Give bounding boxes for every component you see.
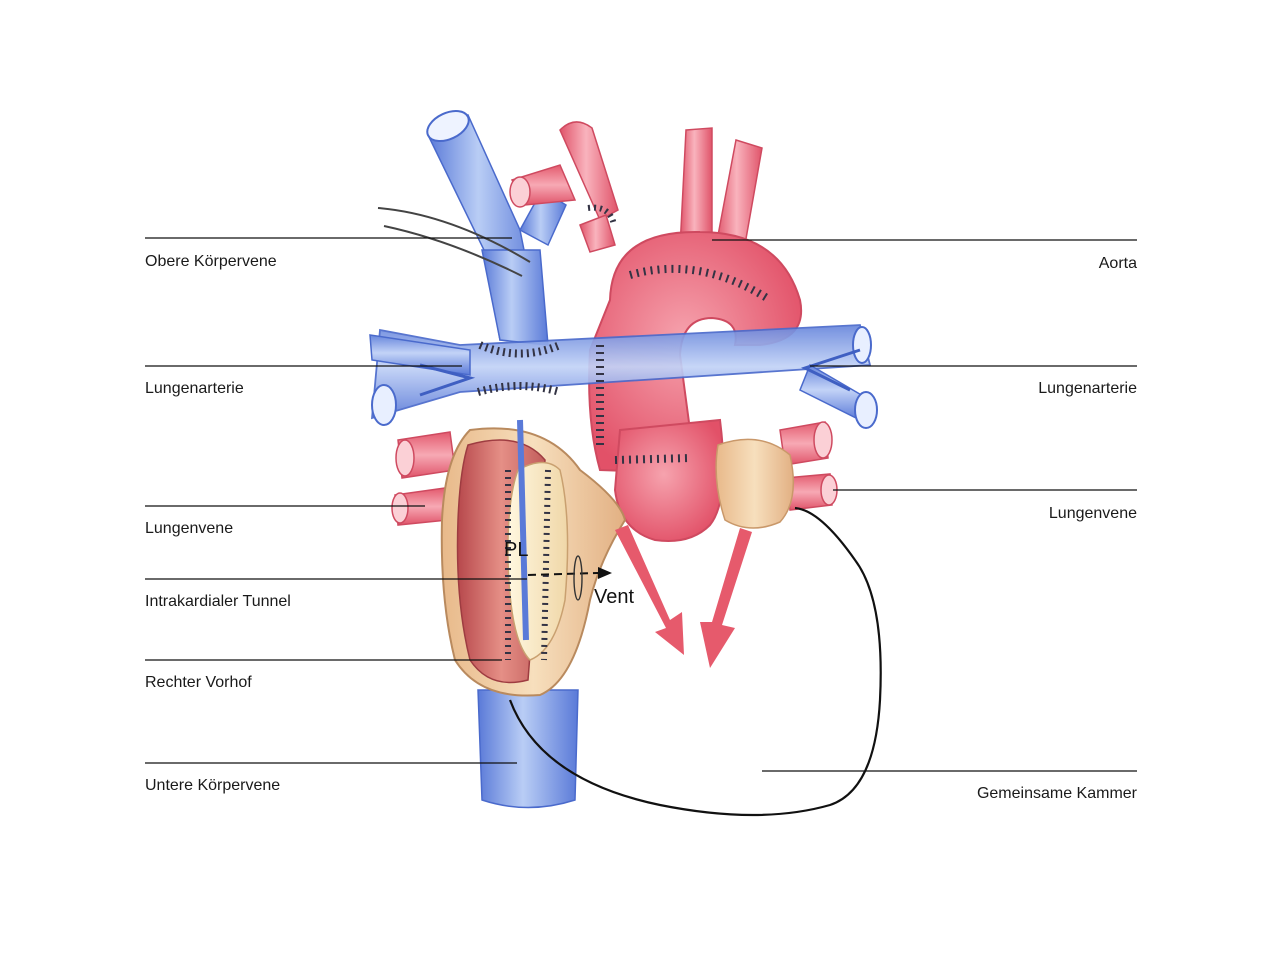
inferior-vena-cava (477, 689, 579, 809)
label-lungenarterie-left: Lungenarterie (145, 380, 244, 397)
pulmonary-arteries (369, 324, 878, 429)
vent-label: Vent (594, 586, 634, 608)
flow-arrows (615, 525, 752, 668)
leader-lines (145, 237, 1137, 772)
label-lungenvene-right: Lungenvene (1048, 505, 1137, 522)
common-ventricle-outline (508, 506, 882, 817)
vent-arrow (527, 555, 612, 601)
label-lungenarterie-right: Lungenarterie (1038, 380, 1137, 397)
label-lungenvene-left: Lungenvene (145, 520, 234, 537)
label-gemeinsame-kammer: Gemeinsame Kammer (976, 785, 1137, 802)
pl-label: PL (504, 539, 528, 561)
label-untere-koerpervene: Untere Körpervene (145, 777, 281, 794)
label-intrakardialer-tunnel: Intrakardialer Tunnel (145, 593, 291, 610)
label-obere-koerpervene: Obere Körpervene (145, 253, 277, 270)
aorta-vessel (509, 121, 803, 542)
label-rechter-vorhof: Rechter Vorhof (145, 674, 252, 691)
right-atrium (440, 204, 773, 697)
label-aorta: Aorta (1098, 255, 1137, 272)
superior-vena-cava (377, 109, 567, 346)
